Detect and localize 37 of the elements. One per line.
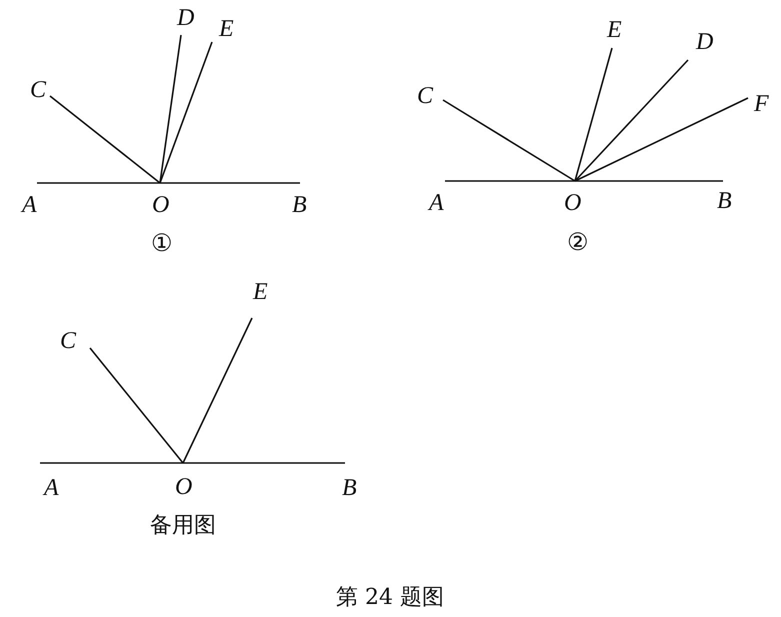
- line-segment: [574, 48, 613, 182]
- figure-number: ①: [151, 229, 173, 257]
- line-segment: [40, 462, 183, 464]
- line-segment: [160, 182, 300, 184]
- line-segment: [37, 182, 160, 184]
- line-segment: [575, 180, 723, 182]
- point-label: C: [30, 79, 50, 101]
- line-segment: [442, 99, 576, 182]
- line-segment: [445, 180, 575, 182]
- point-label: E: [607, 19, 623, 48]
- line-segment: [574, 97, 748, 182]
- point-label: E: [212, 18, 236, 42]
- point-label: O: [564, 181, 580, 214]
- figure-caption: 第 24 题图: [336, 584, 444, 612]
- point-label: B: [292, 183, 308, 216]
- figure-caption: 备用图: [150, 512, 216, 540]
- point-label: B: [342, 463, 358, 499]
- line-segment: [182, 318, 253, 464]
- figure-number: ②: [567, 228, 589, 256]
- line-segment: [89, 348, 184, 464]
- point-label: A: [40, 463, 61, 499]
- point-label: O: [175, 463, 191, 498]
- line-segment: [574, 59, 689, 182]
- point-label: A: [22, 183, 38, 216]
- point-label: A: [429, 181, 445, 214]
- point-label: D: [177, 7, 193, 35]
- point-label: B: [717, 181, 733, 212]
- point-label: F: [748, 93, 771, 115]
- point-label: C: [60, 330, 90, 352]
- line-segment: [183, 462, 345, 464]
- point-label: D: [688, 31, 713, 60]
- line-segment: [50, 95, 160, 184]
- point-label: C: [417, 85, 443, 107]
- point-label: O: [152, 183, 168, 216]
- point-label: E: [252, 281, 270, 318]
- line-segment: [159, 42, 213, 184]
- line-segment: [159, 34, 182, 184]
